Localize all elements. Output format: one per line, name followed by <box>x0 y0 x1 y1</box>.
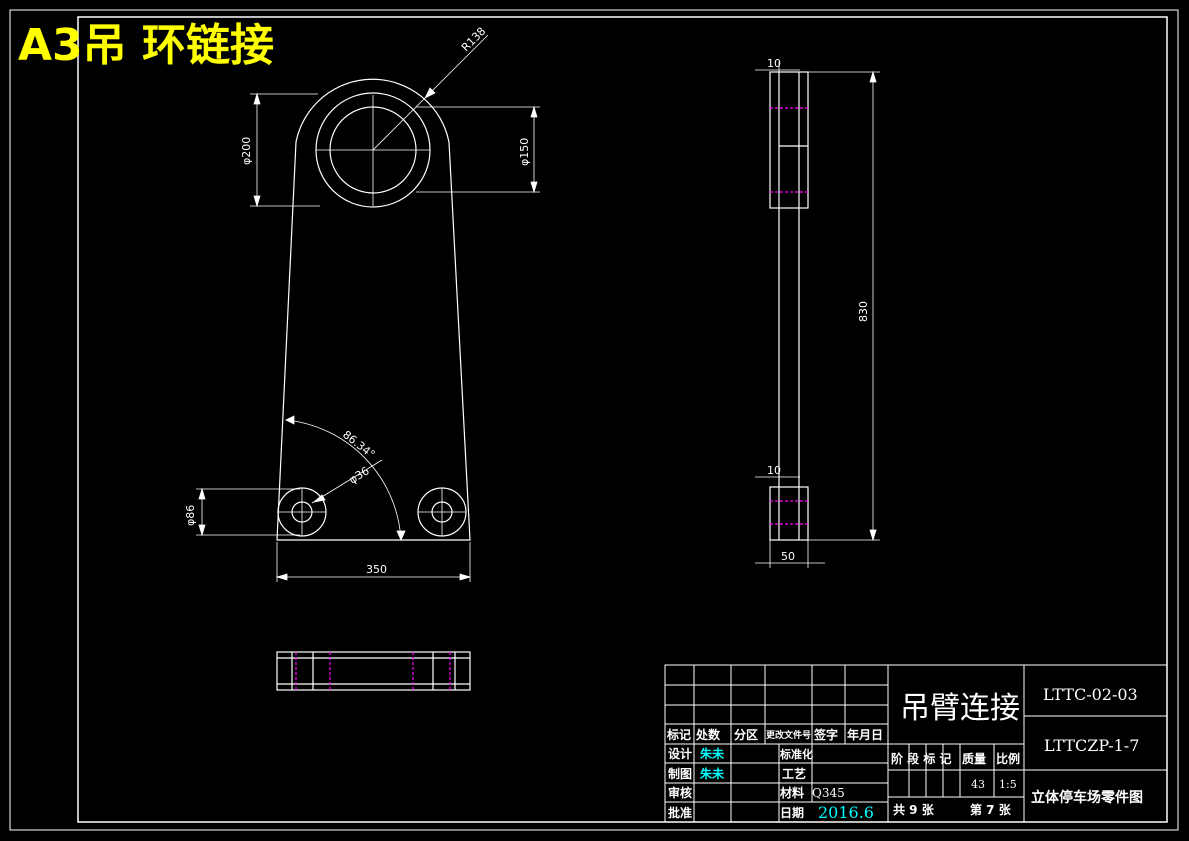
val-material: Q345 <box>812 786 845 800</box>
side-view <box>769 71 809 541</box>
dim-d86: φ86 <box>184 505 197 526</box>
hdr-zone: 分区 <box>734 727 758 742</box>
dim-830: 830 <box>857 301 870 322</box>
lbl-date: 日期 <box>780 805 804 820</box>
lbl-process: 工艺 <box>782 766 806 781</box>
hdr-date: 年月日 <box>847 727 883 742</box>
hdr-weight: 质量 <box>962 751 986 766</box>
dim-d200: φ200 <box>240 137 253 165</box>
lbl-draw: 制图 <box>668 766 692 781</box>
val-weight: 43 <box>971 778 985 791</box>
bottom-view <box>276 651 471 691</box>
dim-10-top: 10 <box>767 57 781 70</box>
link-outline <box>276 78 471 541</box>
drawing-number: LTTC-02-03 <box>1043 685 1138 704</box>
part-name: 吊臂连接 <box>900 691 1020 726</box>
lbl-standard: 标准化 <box>779 747 813 761</box>
title-block <box>664 664 1168 823</box>
hdr-sign: 签字 <box>813 727 838 742</box>
company-caption: 立体停车场零件图 <box>1031 789 1143 806</box>
dim-350: 350 <box>366 563 387 576</box>
val-date: 2016.6 <box>818 803 874 822</box>
part-number: LTTCZP-1-7 <box>1044 736 1139 755</box>
dim-angle: 86.34° <box>340 428 377 461</box>
hdr-count: 处数 <box>695 727 721 742</box>
front-view <box>276 78 471 541</box>
side-dimensions: 10 830 10 50 <box>755 57 880 568</box>
sheet-number: 第 7 张 <box>970 802 1012 817</box>
dim-d36: φ36 <box>347 464 372 486</box>
sheet-banner: A3吊 环链接 <box>18 20 274 71</box>
total-sheets: 共 9 张 <box>893 802 935 817</box>
dim-50: 50 <box>781 550 795 563</box>
val-scale: 1:5 <box>999 778 1017 791</box>
hdr-mark: 标记 <box>666 727 691 742</box>
dim-d150: φ150 <box>518 138 531 166</box>
lbl-check: 审核 <box>668 785 692 800</box>
title-block-text: 标记 处数 分区 更改文件号 签字 年月日 设计 朱未 制图 朱未 审核 批准 … <box>666 685 1143 822</box>
dim-10-bottom: 10 <box>767 464 781 477</box>
hdr-change: 更改文件号 <box>766 729 811 741</box>
val-design: 朱未 <box>700 746 724 761</box>
lbl-material: 材料 <box>779 785 804 800</box>
hdr-stage: 阶 段 标 记 <box>891 751 952 766</box>
lbl-approve: 批准 <box>668 805 692 820</box>
val-draw: 朱未 <box>700 766 724 781</box>
outer-border <box>9 9 1179 831</box>
lbl-design: 设计 <box>668 746 692 761</box>
inner-border <box>77 16 1168 823</box>
hdr-scale: 比例 <box>996 751 1020 766</box>
